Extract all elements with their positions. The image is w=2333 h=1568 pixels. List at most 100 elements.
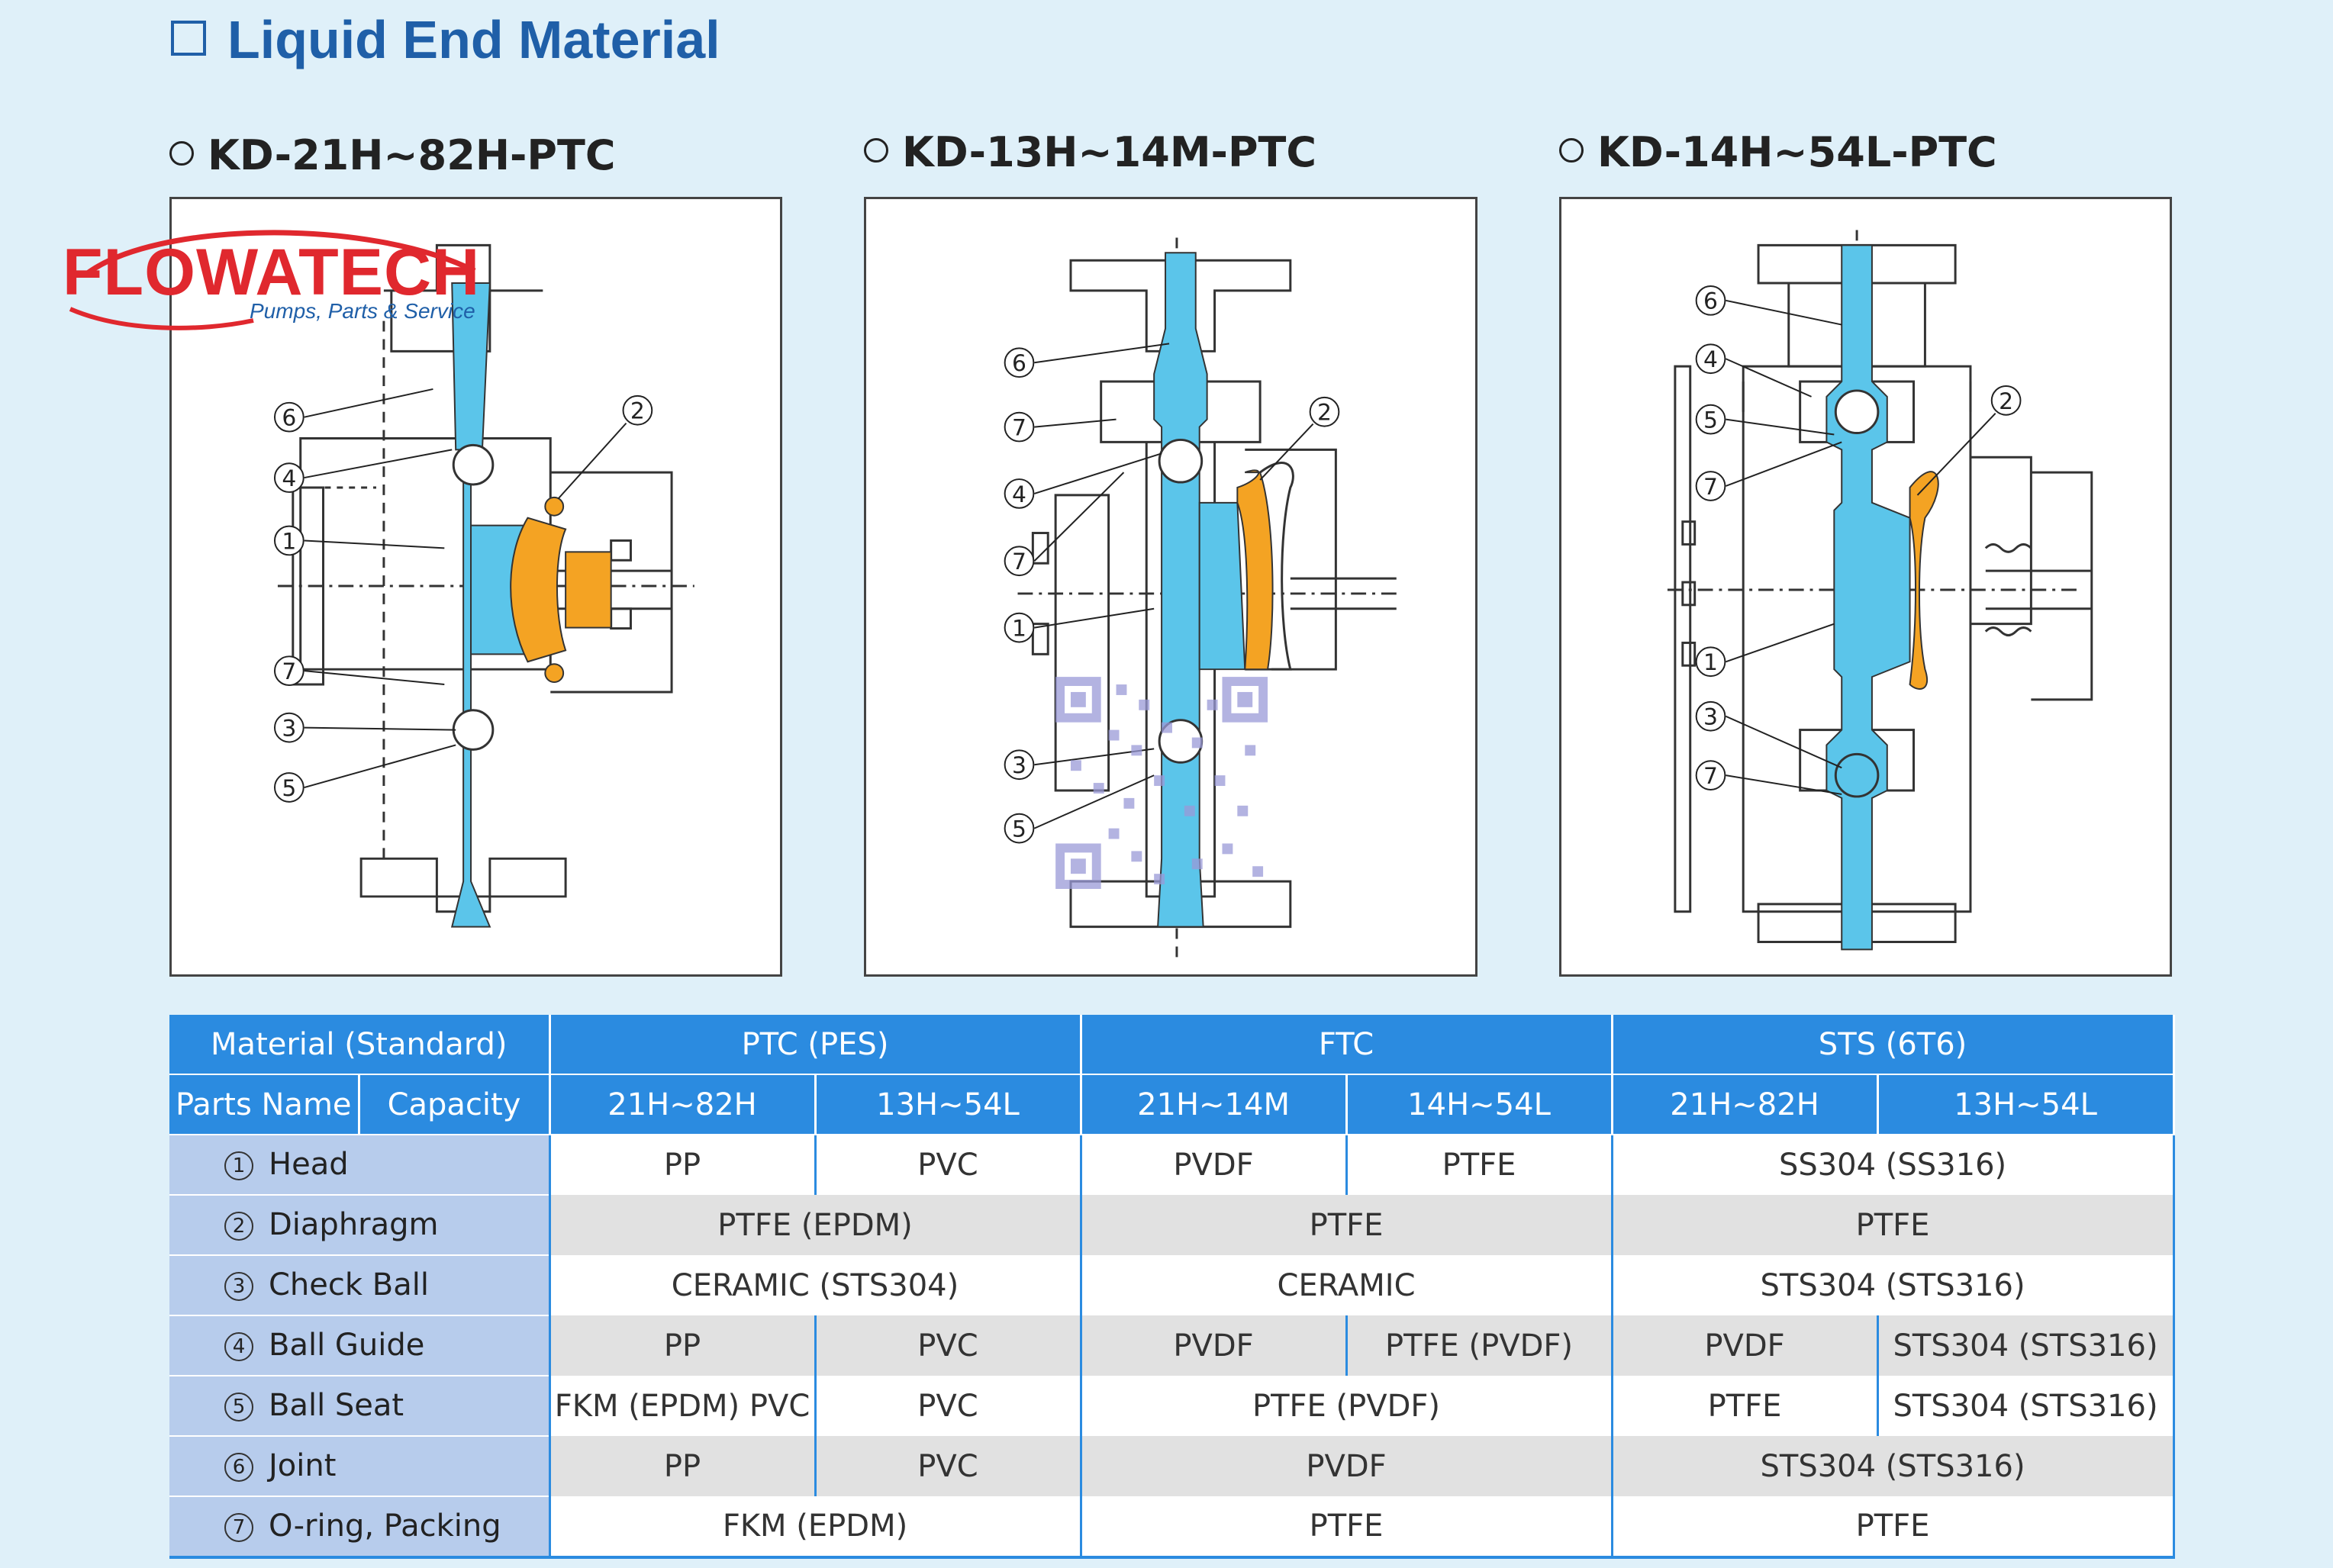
callout-3: 3 bbox=[282, 716, 296, 742]
table-cell: FKM (EPDM) bbox=[549, 1496, 1082, 1559]
check-ball-upper bbox=[452, 443, 495, 486]
table-cell: PTFE bbox=[1081, 1195, 1613, 1255]
table-cell: PVDF bbox=[1081, 1315, 1348, 1376]
diaphragm-shape bbox=[1909, 471, 1939, 690]
circle-bullet-icon bbox=[169, 141, 194, 166]
subheader: 13H~54L bbox=[815, 1074, 1082, 1135]
table-cell: PVDF bbox=[1612, 1315, 1879, 1376]
callout-7: 7 bbox=[1012, 414, 1026, 441]
table-cell: PVDF bbox=[1081, 1135, 1348, 1195]
model-heading-2: KD-13H~14M-PTC bbox=[864, 128, 1316, 176]
callout-7: 7 bbox=[282, 658, 296, 685]
diaphragm-shape bbox=[510, 517, 567, 663]
table-cell: PTFE bbox=[1346, 1135, 1613, 1195]
table-cell: SS304 (SS316) bbox=[1612, 1135, 2175, 1195]
table-cell: PTFE (EPDM) bbox=[549, 1195, 1082, 1255]
pump-cross-section-diagram: 6 4 1 7 3 5 2 bbox=[273, 243, 694, 928]
table-cell: PP bbox=[549, 1436, 817, 1496]
callout-1: 1 bbox=[1012, 616, 1026, 642]
header-parts-name: Parts Name bbox=[169, 1074, 360, 1135]
diagram-kd-13h-14m: 6 7 4 7 1 3 5 2 bbox=[864, 197, 1477, 977]
subheader: 14H~54L bbox=[1346, 1074, 1613, 1135]
table-cell: PVC bbox=[815, 1376, 1082, 1436]
diaphragm-shape bbox=[1236, 469, 1274, 671]
subheader: 21H~82H bbox=[549, 1074, 817, 1135]
check-ball-upper bbox=[1834, 389, 1880, 435]
callout-2: 2 bbox=[630, 398, 645, 425]
circle-bullet-icon bbox=[864, 138, 888, 163]
callout-5: 5 bbox=[1012, 816, 1026, 843]
callout-2: 2 bbox=[1999, 388, 2013, 415]
subheader: 21H~82H bbox=[1612, 1074, 1879, 1135]
table-cell: PTFE bbox=[1612, 1376, 1879, 1436]
page-title: Liquid End Material bbox=[171, 9, 720, 70]
table-cell: PP bbox=[549, 1315, 817, 1376]
table-cell: PTFE bbox=[1612, 1195, 2175, 1255]
table-cell: FKM (EPDM) PVC bbox=[549, 1376, 817, 1436]
callout-4: 4 bbox=[1703, 346, 1718, 373]
check-ball-upper bbox=[1158, 438, 1204, 484]
subheader: 21H~14M bbox=[1081, 1074, 1348, 1135]
check-ball-lower bbox=[452, 709, 495, 751]
diagram-kd-14h-54l: 6 4 5 7 1 3 7 2 bbox=[1559, 197, 2172, 977]
pump-cross-section-diagram: 6 4 5 7 1 3 7 2 bbox=[1667, 230, 2093, 958]
callout-4: 4 bbox=[1012, 481, 1026, 508]
fluid-channel bbox=[1825, 244, 1911, 951]
check-ball-lower bbox=[1834, 752, 1880, 798]
table-cell: PTFE bbox=[1612, 1496, 2175, 1559]
table-cell: PVDF bbox=[1081, 1436, 1613, 1496]
liquid-end-material-table: Material (Standard) PTC (PES) FTC STS (6… bbox=[169, 1015, 2175, 1559]
table-cell: PVC bbox=[815, 1436, 1082, 1496]
table-cell: PTFE bbox=[1081, 1496, 1613, 1559]
header-group-ptc: PTC (PES) bbox=[549, 1015, 1082, 1075]
table-cell: STS304 (STS316) bbox=[1612, 1436, 2175, 1496]
table-subheader-row: Parts Name Capacity 21H~82H 13H~54L 21H~… bbox=[169, 1074, 2175, 1135]
logo-tagline: Pumps, Parts & Service bbox=[250, 299, 475, 323]
table-cell: STS304 (STS316) bbox=[1877, 1315, 2175, 1376]
header-capacity: Capacity bbox=[359, 1074, 551, 1135]
header-group-sts: STS (6T6) bbox=[1612, 1015, 2175, 1075]
callout-5: 5 bbox=[282, 775, 296, 802]
callout-3: 3 bbox=[1703, 704, 1718, 731]
table-cell: PP bbox=[549, 1135, 817, 1195]
table-cell: CERAMIC bbox=[1081, 1255, 1613, 1315]
logo-wordmark: FLOWATECH bbox=[63, 236, 481, 309]
callout-6: 6 bbox=[282, 405, 296, 432]
table-cell: STS304 (STS316) bbox=[1877, 1376, 2175, 1436]
logo-swoosh-icon bbox=[69, 230, 476, 330]
model-heading-3: KD-14H~54L-PTC bbox=[1559, 128, 1997, 176]
callout-4: 4 bbox=[282, 465, 296, 492]
circle-bullet-icon bbox=[1559, 138, 1584, 163]
flowatech-logo: FLOWATECH Pumps, Parts & Service bbox=[63, 229, 490, 336]
callout-7: 7 bbox=[1012, 549, 1026, 575]
callout-6: 6 bbox=[1703, 288, 1718, 315]
callout-7: 7 bbox=[1703, 474, 1718, 501]
callout-5: 5 bbox=[1703, 407, 1718, 434]
table-cell: PVC bbox=[815, 1135, 1082, 1195]
pump-cross-section-diagram: 6 7 4 7 1 3 5 2 bbox=[1004, 237, 1397, 958]
qr-code-overlay bbox=[1055, 677, 1268, 890]
model-heading-1: KD-21H~82H-PTC bbox=[169, 131, 615, 179]
callout-7: 7 bbox=[1703, 763, 1718, 790]
callout-2: 2 bbox=[1317, 400, 1332, 427]
callout-3: 3 bbox=[1012, 752, 1026, 779]
table-cell: PVC bbox=[815, 1315, 1082, 1376]
header-group-ftc: FTC bbox=[1081, 1015, 1613, 1075]
callout-6: 6 bbox=[1012, 350, 1026, 377]
callout-1: 1 bbox=[1703, 649, 1718, 676]
diagram-kd-21h-82h: 6 4 1 7 3 5 2 bbox=[169, 197, 782, 977]
header-material: Material (Standard) bbox=[169, 1015, 551, 1075]
table-cell: PTFE (PVDF) bbox=[1081, 1376, 1613, 1436]
